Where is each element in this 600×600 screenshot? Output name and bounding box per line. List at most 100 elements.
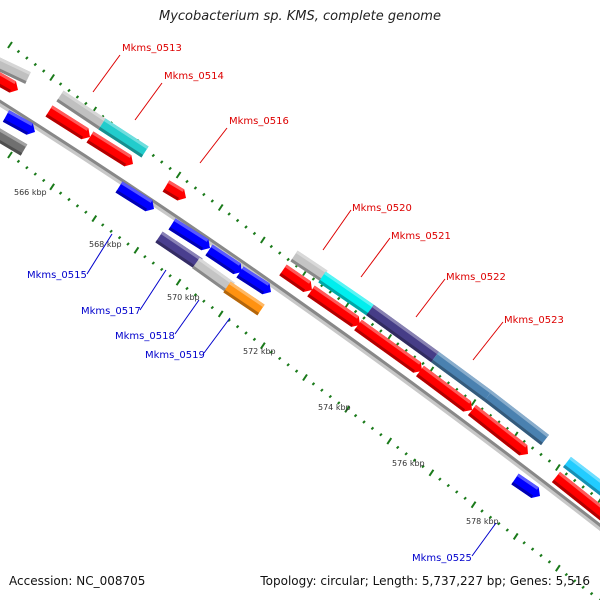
gene-label-Mkms_0523[interactable]: Mkms_0523 bbox=[504, 315, 564, 326]
tick-mark bbox=[49, 73, 55, 82]
gene-Mkms_0513[interactable] bbox=[56, 90, 106, 130]
gene-Mkms_0518[interactable] bbox=[192, 257, 235, 294]
gene-g16[interactable] bbox=[563, 456, 600, 501]
gene-Mkms_0517[interactable] bbox=[155, 231, 203, 270]
gene-shadow bbox=[168, 226, 204, 251]
gene-body bbox=[56, 90, 106, 130]
tick-mark bbox=[497, 522, 501, 526]
tick-mark bbox=[67, 197, 71, 202]
tick-mark bbox=[421, 361, 425, 366]
gene-label-Mkms_0516[interactable]: Mkms_0516 bbox=[229, 116, 289, 127]
gene-Mkms_0525[interactable] bbox=[511, 473, 543, 502]
tick-mark bbox=[311, 382, 316, 386]
tick-mark bbox=[573, 579, 577, 583]
gene-body bbox=[45, 105, 90, 140]
gene-g4[interactable] bbox=[0, 124, 28, 156]
tick-mark bbox=[143, 255, 147, 259]
gene-label-Mkms_0513[interactable]: Mkms_0513 bbox=[122, 43, 182, 54]
tick-mark bbox=[589, 491, 594, 496]
gene-Mkms_0519[interactable] bbox=[223, 281, 265, 316]
gene-label-Mkms_0515[interactable]: Mkms_0515 bbox=[27, 270, 87, 281]
leader-line bbox=[174, 299, 200, 335]
gene-label-Mkms_0514[interactable]: Mkms_0514 bbox=[164, 71, 224, 82]
gene-g14[interactable] bbox=[484, 390, 549, 446]
gene-shadow bbox=[236, 274, 265, 295]
gene-Mkms_0522[interactable] bbox=[366, 304, 439, 363]
tick-mark bbox=[168, 166, 172, 171]
leader-line bbox=[472, 321, 504, 361]
tick-mark bbox=[294, 369, 299, 373]
gene-Mkms_0523[interactable] bbox=[431, 351, 492, 402]
gene-highlight bbox=[490, 390, 549, 438]
gene-g6[interactable] bbox=[86, 131, 137, 169]
gene-label-Mkms_0517[interactable]: Mkms_0517 bbox=[81, 306, 141, 317]
gene-g2[interactable] bbox=[0, 68, 21, 95]
tick-mark bbox=[370, 426, 375, 431]
tick-mark bbox=[227, 318, 231, 322]
gene-highlight bbox=[0, 68, 17, 84]
tick-mark bbox=[42, 69, 46, 73]
gene-label-Mkms_0518[interactable]: Mkms_0518 bbox=[115, 331, 175, 342]
tick-mark bbox=[217, 310, 224, 318]
tick-mark bbox=[33, 62, 37, 67]
gene-g15[interactable] bbox=[467, 404, 532, 459]
gene-shadow bbox=[467, 412, 522, 456]
gene-label-Mkms_0520[interactable]: Mkms_0520 bbox=[352, 203, 412, 214]
gene-g8[interactable] bbox=[205, 244, 245, 278]
gene-label-Mkms_0521[interactable]: Mkms_0521 bbox=[391, 231, 451, 242]
tick-mark bbox=[547, 560, 552, 564]
tick-mark bbox=[58, 191, 63, 195]
gene-g5[interactable] bbox=[45, 105, 94, 143]
tick-mark bbox=[235, 218, 240, 223]
tick-mark bbox=[470, 398, 477, 407]
gene-highlight bbox=[198, 257, 235, 286]
gene-highlight bbox=[61, 90, 106, 122]
leader-line bbox=[322, 209, 352, 251]
gene-body bbox=[431, 351, 492, 402]
gene-g13[interactable] bbox=[416, 365, 476, 415]
gene-body bbox=[162, 180, 186, 201]
tick-mark bbox=[16, 159, 21, 164]
tick-mark bbox=[75, 95, 80, 99]
topology-text: Topology: circular; Length: 5,737,227 bp… bbox=[260, 574, 590, 588]
gene-Mkms_0520[interactable] bbox=[290, 250, 328, 282]
tick-mark bbox=[252, 337, 257, 342]
tick-mark bbox=[160, 267, 164, 272]
gene-highlight bbox=[167, 180, 185, 192]
tick-mark bbox=[463, 496, 467, 500]
tick-mark bbox=[286, 363, 290, 367]
tick-mark bbox=[109, 229, 113, 233]
gene-g9[interactable] bbox=[236, 266, 274, 298]
gene-g12[interactable] bbox=[354, 319, 426, 377]
gene-label-Mkms_0525[interactable]: Mkms_0525 bbox=[412, 553, 472, 564]
gene-g3[interactable] bbox=[2, 110, 38, 137]
gene-g7[interactable] bbox=[168, 218, 214, 254]
backbone-line-shadow bbox=[0, 99, 600, 532]
gene-label-Mkms_0522[interactable]: Mkms_0522 bbox=[446, 272, 506, 283]
gene-body bbox=[484, 390, 549, 446]
gene-highlight bbox=[323, 271, 374, 308]
gene-g1[interactable] bbox=[0, 54, 31, 84]
tick-mark bbox=[202, 299, 206, 303]
gene-Mkms_0514[interactable] bbox=[98, 118, 149, 158]
tick-mark bbox=[244, 331, 248, 335]
leader-line bbox=[139, 269, 167, 311]
gene-Mkms_0516[interactable] bbox=[162, 180, 190, 203]
gene-g11[interactable] bbox=[307, 285, 363, 331]
gene-shadow bbox=[279, 272, 306, 292]
tick-mark bbox=[185, 286, 189, 291]
gene-Mkms_0521[interactable] bbox=[318, 271, 374, 316]
tick-mark bbox=[412, 458, 417, 462]
tick-mark bbox=[320, 388, 324, 392]
tick-mark bbox=[117, 235, 122, 240]
gene-g10[interactable] bbox=[279, 264, 315, 296]
gene-label-Mkms_0519[interactable]: Mkms_0519 bbox=[145, 350, 205, 361]
gene-highlight bbox=[569, 456, 600, 493]
gene-body bbox=[307, 285, 361, 327]
gene-Mkms_0515[interactable] bbox=[115, 181, 158, 214]
gene-highlight bbox=[312, 285, 359, 319]
tick-mark bbox=[438, 374, 442, 379]
tick-mark bbox=[7, 41, 13, 49]
gene-g17[interactable] bbox=[551, 471, 600, 525]
tick-mark bbox=[260, 342, 266, 350]
